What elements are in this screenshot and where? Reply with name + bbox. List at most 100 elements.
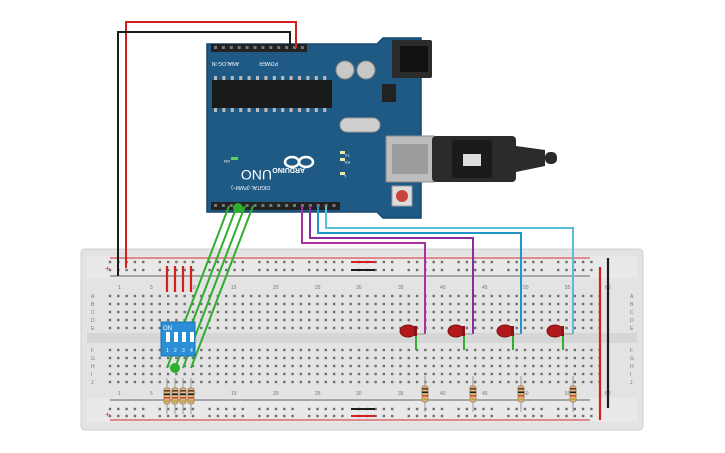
breadboard-hole[interactable] — [125, 326, 128, 330]
digital-header[interactable] — [211, 202, 340, 210]
breadboard-hole[interactable] — [590, 318, 593, 322]
breadboard-hole[interactable] — [415, 372, 419, 376]
breadboard-hole[interactable] — [233, 414, 236, 418]
breadboard-hole[interactable] — [349, 294, 352, 298]
breadboard-hole[interactable] — [482, 310, 485, 314]
breadboard-hole[interactable] — [590, 364, 593, 368]
breadboard-hole[interactable] — [249, 318, 253, 322]
breadboard[interactable]: + + 1 5 10 15 20 25 30 35 40 45 50 55 60… — [80, 248, 644, 431]
breadboard-hole[interactable] — [191, 414, 195, 418]
breadboard-hole[interactable] — [216, 372, 220, 376]
breadboard-hole[interactable] — [332, 364, 336, 368]
breadboard-hole[interactable] — [299, 326, 303, 330]
breadboard-hole[interactable] — [249, 326, 253, 330]
breadboard-hole[interactable] — [117, 414, 120, 418]
breadboard-hole[interactable] — [158, 318, 161, 322]
breadboard-hole[interactable] — [274, 356, 278, 360]
dip-switch-3[interactable] — [182, 332, 186, 342]
breadboard-hole[interactable] — [291, 318, 294, 322]
breadboard-hole[interactable] — [233, 380, 236, 384]
ground-bus-wires[interactable] — [598, 258, 610, 420]
breadboard-hole[interactable] — [117, 407, 120, 411]
breadboard-hole[interactable] — [540, 318, 543, 322]
breadboard-hole[interactable] — [349, 326, 352, 330]
breadboard-hole[interactable] — [316, 326, 319, 330]
breadboard-hole[interactable] — [191, 407, 195, 411]
breadboard-hole[interactable] — [349, 356, 352, 360]
breadboard-hole[interactable] — [415, 348, 419, 352]
breadboard-hole[interactable] — [548, 364, 552, 368]
breadboard-hole[interactable] — [216, 310, 220, 314]
breadboard-hole[interactable] — [432, 364, 435, 368]
breadboard-hole[interactable] — [308, 310, 311, 314]
breadboard-hole[interactable] — [507, 310, 510, 314]
breadboard-hole[interactable] — [465, 310, 469, 314]
breadboard-hole[interactable] — [515, 326, 518, 330]
breadboard-hole[interactable] — [432, 268, 435, 272]
breadboard-hole[interactable] — [175, 260, 178, 264]
breadboard-hole[interactable] — [225, 310, 228, 314]
breadboard-hole[interactable] — [590, 380, 593, 384]
breadboard-hole[interactable] — [391, 302, 394, 306]
breadboard-hole[interactable] — [150, 326, 153, 330]
breadboard-hole[interactable] — [349, 372, 352, 376]
breadboard-hole[interactable] — [532, 356, 535, 360]
breadboard-hole[interactable] — [208, 302, 211, 306]
breadboard-hole[interactable] — [374, 380, 377, 384]
breadboard-hole[interactable] — [557, 310, 560, 314]
led-1[interactable] — [399, 324, 425, 350]
breadboard-hole[interactable] — [482, 268, 485, 272]
breadboard-hole[interactable] — [415, 294, 419, 298]
breadboard-hole[interactable] — [216, 414, 220, 418]
breadboard-hole[interactable] — [432, 356, 435, 360]
breadboard-hole[interactable] — [108, 310, 112, 314]
breadboard-hole[interactable] — [457, 294, 460, 298]
breadboard-hole[interactable] — [175, 407, 178, 411]
breadboard-hole[interactable] — [382, 372, 386, 376]
breadboard-hole[interactable] — [357, 348, 361, 352]
breadboard-hole[interactable] — [249, 372, 253, 376]
breadboard-hole[interactable] — [191, 356, 195, 360]
breadboard-hole[interactable] — [565, 326, 568, 330]
breadboard-hole[interactable] — [374, 310, 377, 314]
breadboard-hole[interactable] — [523, 318, 527, 322]
header-pin[interactable] — [293, 204, 296, 207]
breadboard-hole[interactable] — [258, 380, 261, 384]
breadboard-hole[interactable] — [391, 310, 394, 314]
breadboard-hole[interactable] — [382, 294, 386, 298]
breadboard-hole[interactable] — [374, 318, 377, 322]
breadboard-hole[interactable] — [316, 364, 319, 368]
breadboard-hole[interactable] — [341, 310, 344, 314]
breadboard-hole[interactable] — [581, 294, 585, 298]
breadboard-hole[interactable] — [573, 380, 576, 384]
breadboard-hole[interactable] — [415, 268, 419, 272]
breadboard-hole[interactable] — [374, 302, 377, 306]
breadboard-hole[interactable] — [399, 348, 402, 352]
breadboard-hole[interactable] — [482, 294, 485, 298]
breadboard-hole[interactable] — [382, 414, 386, 418]
breadboard-hole[interactable] — [341, 260, 344, 264]
breadboard-hole[interactable] — [465, 364, 469, 368]
breadboard-hole[interactable] — [407, 318, 410, 322]
breadboard-hole[interactable] — [158, 364, 161, 368]
breadboard-hole[interactable] — [490, 414, 493, 418]
breadboard-hole[interactable] — [142, 260, 145, 264]
breadboard-hole[interactable] — [200, 372, 203, 376]
breadboard-hole[interactable] — [125, 318, 128, 322]
breadboard-hole[interactable] — [415, 407, 419, 411]
breadboard-hole[interactable] — [474, 268, 477, 272]
breadboard-hole[interactable] — [440, 310, 444, 314]
breadboard-hole[interactable] — [374, 260, 377, 264]
breadboard-hole[interactable] — [573, 372, 576, 376]
breadboard-hole[interactable] — [233, 318, 236, 322]
breadboard-hole[interactable] — [457, 364, 460, 368]
breadboard-hole[interactable] — [249, 348, 253, 352]
breadboard-hole[interactable] — [573, 348, 576, 352]
breadboard-hole[interactable] — [191, 268, 195, 272]
breadboard-hole[interactable] — [200, 380, 203, 384]
breadboard-hole[interactable] — [581, 326, 585, 330]
breadboard-hole[interactable] — [133, 268, 137, 272]
breadboard-hole[interactable] — [332, 380, 336, 384]
breadboard-hole[interactable] — [374, 356, 377, 360]
breadboard-hole[interactable] — [241, 414, 244, 418]
